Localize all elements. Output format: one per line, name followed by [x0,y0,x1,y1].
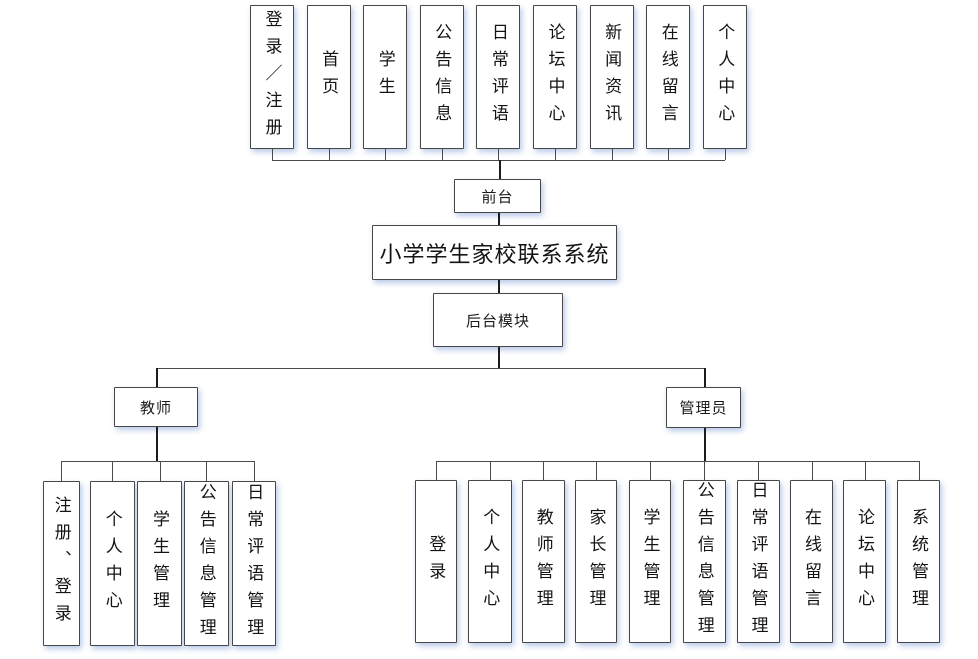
node-back-label: 后台模块 [465,312,530,330]
admin-child-box-label: 学生管理 [640,507,660,616]
teacher-child-box-label: 个人中心 [102,509,122,618]
connector-line [758,461,759,480]
connector-line [497,213,500,225]
connector-line [596,461,597,480]
admin-child-box: 教师管理 [522,480,565,643]
front-child-box: 登录／注册 [250,5,294,149]
connector-line [272,160,725,161]
connector-line [724,149,726,160]
connector-line [156,368,704,369]
teacher-child-box-label: 学生管理 [150,509,169,618]
connector-line [864,461,866,480]
admin-child-box: 系统管理 [897,480,940,643]
connector-line [704,428,706,461]
front-child-box-label: 新闻资讯 [602,23,622,131]
front-child-box: 学生 [363,5,408,149]
admin-child-box-label: 公告信息管理 [694,480,714,643]
node-admin-label: 管理员 [679,400,728,417]
connector-line [555,149,556,160]
node-front-label: 前台 [481,188,514,206]
teacher-child-box: 个人中心 [90,481,135,646]
front-child-box: 日常评语 [476,5,521,149]
admin-child-box-label: 个人中心 [480,507,500,616]
teacher-child-box: 公告信息管理 [184,481,229,646]
front-child-box: 在线留言 [646,5,691,149]
admin-child-box: 学生管理 [629,480,671,643]
connector-line [489,461,491,480]
admin-child-box: 论坛中心 [843,480,886,643]
node-front: 前台 [454,179,541,213]
connector-line [159,461,161,481]
connector-line [435,461,437,480]
connector-line [385,149,387,160]
admin-child-box-label: 论坛中心 [855,507,874,616]
connector-line [498,149,500,160]
connector-line [543,461,545,480]
front-child-box-label: 首页 [319,50,339,104]
connector-line [435,461,919,462]
connector-line [253,461,255,481]
admin-child-box: 家长管理 [575,480,617,643]
connector-line [112,461,114,481]
connector-line [328,149,330,160]
node-admin: 管理员 [666,387,741,428]
teacher-child-box-label: 日常评语管理 [244,482,264,645]
connector-line [499,160,501,179]
connector-line [156,368,158,387]
connector-line [918,461,920,480]
node-root: 小学学生家校联系系统 [372,225,617,280]
teacher-child-box: 注册、登录 [42,481,80,646]
connector-line [611,149,613,160]
admin-child-box-label: 日常评语管理 [748,480,768,643]
front-child-box-label: 登录／注册 [262,9,282,145]
admin-child-box: 登录 [414,480,457,643]
node-teacher-label: 教师 [139,399,172,417]
admin-child-box-label: 登录 [426,534,446,589]
connector-line [61,461,254,462]
admin-child-box: 个人中心 [468,480,512,643]
front-child-box-label: 论坛中心 [545,23,565,131]
connector-line [272,149,273,160]
connector-line [441,149,443,160]
front-child-box: 论坛中心 [533,5,577,149]
admin-child-box-label: 系统管理 [909,507,928,616]
connector-line [704,461,706,480]
front-child-box: 新闻资讯 [589,5,634,149]
node-teacher: 教师 [114,387,198,427]
teacher-child-box: 学生管理 [137,481,182,646]
node-back: 后台模块 [433,293,563,347]
front-child-box-label: 在线留言 [658,23,678,131]
node-root-label: 小学学生家校联系系统 [379,241,610,267]
front-child-box: 个人中心 [702,5,747,149]
front-child-box: 首页 [306,5,351,149]
teacher-child-box-label: 公告信息管理 [196,482,216,645]
connector-line [650,461,651,480]
admin-child-box-label: 教师管理 [533,507,553,616]
connector-line [498,347,500,368]
connector-line [497,280,500,293]
teacher-child-box: 日常评语管理 [231,481,276,646]
admin-child-box: 日常评语管理 [736,480,780,643]
front-child-box-label: 日常评语 [488,23,508,131]
front-child-box-label: 学生 [375,50,395,104]
front-child-box: 公告信息 [419,5,464,149]
connector-line [156,427,158,461]
connector-line [206,461,208,481]
front-child-box-label: 公告信息 [432,23,452,131]
admin-child-box-label: 在线留言 [802,507,821,616]
connector-line [811,461,813,480]
admin-child-box: 公告信息管理 [682,480,726,643]
connector-line [668,149,670,160]
admin-child-box: 在线留言 [790,480,833,643]
admin-child-box-label: 家长管理 [586,507,606,616]
front-child-box-label: 个人中心 [715,23,735,131]
connector-line [704,368,706,387]
connector-line [61,461,63,481]
teacher-child-box-label: 注册、登录 [51,496,71,631]
